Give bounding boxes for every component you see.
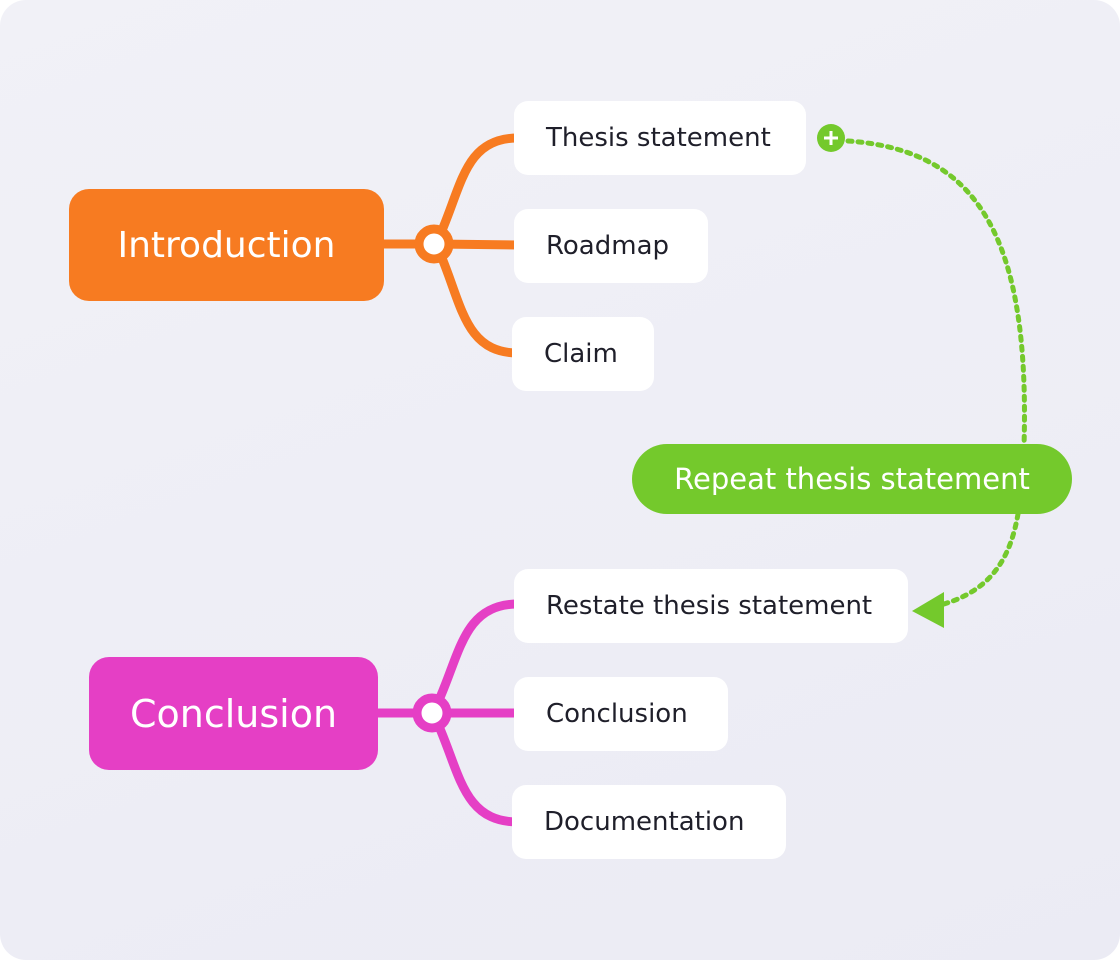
- intro-link-thesis: [431, 133, 523, 249]
- node-thesis-statement[interactable]: Thesis statement: [514, 101, 806, 175]
- intro-junction-node: [414, 224, 454, 264]
- concl-link-restate: [428, 599, 523, 718]
- node-conclusion[interactable]: Conclusion: [514, 677, 728, 751]
- node-documentation[interactable]: Documentation: [512, 785, 786, 859]
- arrowhead-icon: [912, 592, 944, 628]
- node-restate-thesis[interactable]: Restate thesis statement: [514, 569, 908, 643]
- plus-icon[interactable]: [817, 124, 845, 152]
- relation-line-upper: [845, 138, 1027, 449]
- node-claim[interactable]: Claim: [512, 317, 654, 391]
- node-label: Roadmap: [546, 231, 670, 261]
- conclusion-topic[interactable]: Conclusion: [89, 657, 378, 770]
- node-label: Restate thesis statement: [546, 591, 873, 621]
- conclusion-label: Conclusion: [129, 691, 338, 736]
- relation-label: Repeat thesis statement: [674, 462, 1030, 496]
- node-label: Documentation: [544, 807, 745, 837]
- node-label: Claim: [544, 339, 618, 369]
- concl-junction-node: [412, 693, 452, 733]
- concl-link-documentation: [428, 708, 523, 827]
- intro-link-claim: [431, 239, 523, 358]
- relation-line-lower: [941, 511, 1021, 607]
- introduction-label: Introduction: [117, 224, 336, 266]
- node-label: Conclusion: [546, 699, 688, 729]
- node-roadmap[interactable]: Roadmap: [514, 209, 708, 283]
- node-label: Thesis statement: [546, 123, 771, 153]
- introduction-topic[interactable]: Introduction: [69, 189, 384, 301]
- relation-label-repeat-thesis[interactable]: Repeat thesis statement: [632, 444, 1072, 514]
